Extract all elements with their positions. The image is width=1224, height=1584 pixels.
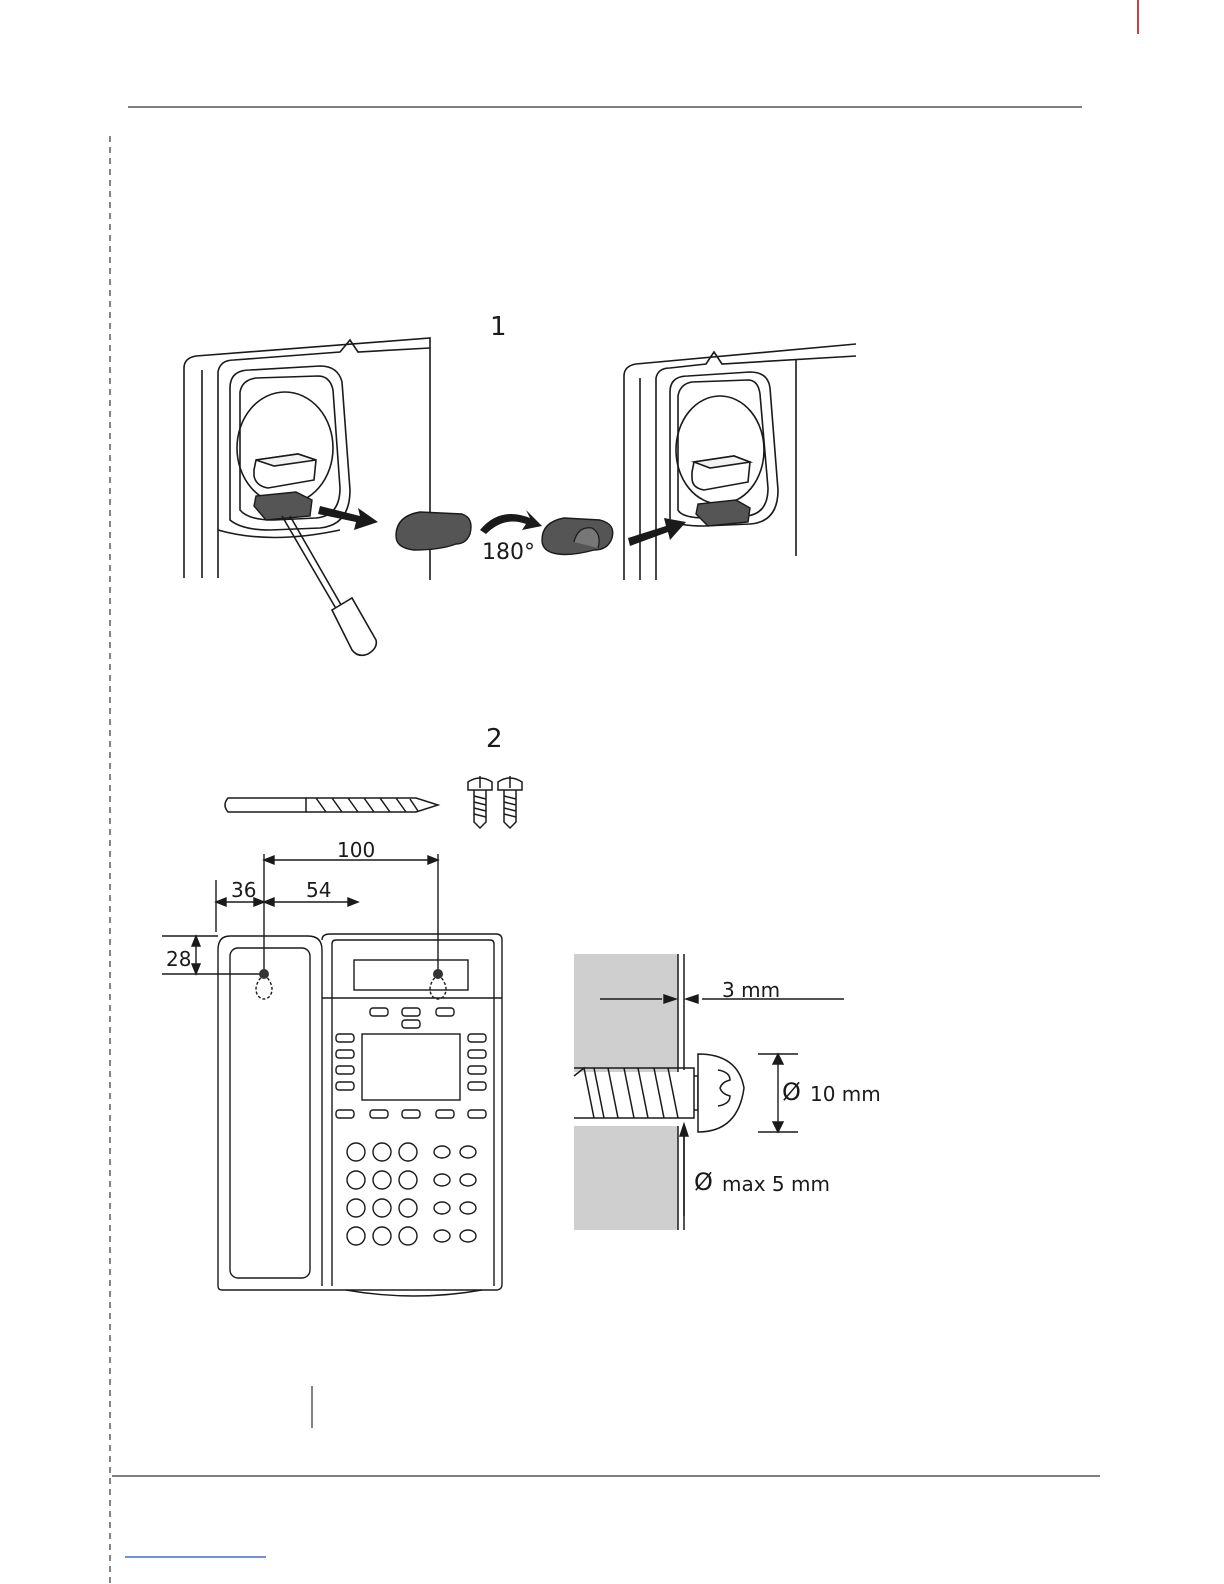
- dimension-28: 28: [166, 947, 191, 971]
- drill-and-screws: [220, 772, 540, 834]
- mounting-hole-right: [433, 969, 443, 979]
- wall-clip-inserted: [696, 500, 750, 526]
- diameter-symbol-10: Ø: [782, 1078, 801, 1106]
- phone-front-view: [160, 840, 510, 1300]
- wall-clip-removed: [254, 492, 312, 520]
- drill-bit-shank: [225, 798, 306, 812]
- label-window: [354, 960, 468, 990]
- dimension-10mm: 10 mm: [810, 1082, 881, 1106]
- dimension-54: 54: [306, 878, 331, 902]
- step1-illustration: [170, 330, 890, 670]
- dimension-36: 36: [231, 878, 256, 902]
- display: [362, 1034, 460, 1100]
- dimension-max5mm: max 5 mm: [722, 1172, 830, 1196]
- wall-upper: [574, 954, 678, 1072]
- dimension-3mm: 3 mm: [722, 978, 780, 1002]
- diameter-symbol-5: Ø: [694, 1168, 713, 1196]
- dimension-100: 100: [337, 838, 375, 862]
- clip-piece-front: [396, 512, 471, 550]
- rotate-arrow: [480, 510, 542, 534]
- handset: [230, 948, 310, 1278]
- wall-lower: [574, 1126, 678, 1230]
- arrow-insert: [628, 518, 686, 546]
- step-number-2: 2: [486, 724, 503, 754]
- mounting-hole-left: [259, 969, 269, 979]
- rotation-label: 180°: [482, 540, 535, 565]
